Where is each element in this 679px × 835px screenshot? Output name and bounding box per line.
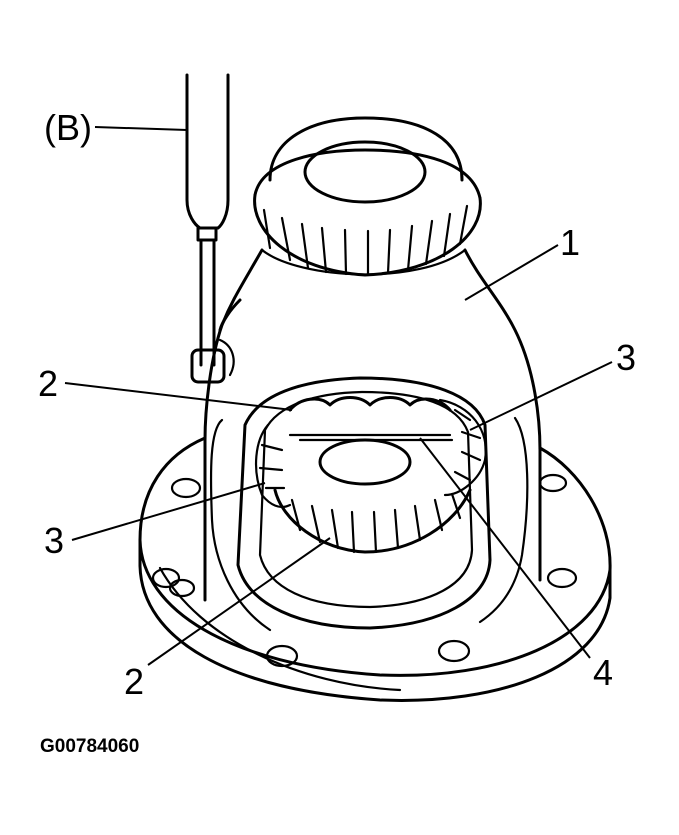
callout-part-4: 4 [593, 652, 614, 693]
callout-part-3-left: 3 [44, 520, 65, 561]
side-gear-lower [273, 438, 472, 554]
leader-part-2-lower [147, 537, 331, 666]
leader-lines [64, 126, 613, 666]
callout-part-2-lower: 2 [124, 661, 145, 702]
callout-part-2-upper: 2 [38, 363, 59, 404]
dial-gauge-tool [185, 73, 235, 384]
mounting-flange [138, 436, 612, 702]
figure-id: G00784060 [40, 736, 140, 757]
leader-part-3-right [469, 361, 613, 431]
leader-part-1 [464, 244, 559, 301]
differential-case [203, 248, 542, 632]
leader-tool-b [94, 126, 188, 131]
callout-part-1: 1 [560, 222, 581, 263]
leader-part-2-upper [64, 382, 293, 411]
top-bearing [253, 116, 482, 277]
pinion-gear-left [255, 423, 292, 509]
callout-part-3-right: 3 [616, 337, 637, 378]
callout-tool-b: (B) [44, 107, 92, 148]
leader-part-4 [419, 437, 591, 659]
leader-part-3-left [71, 482, 266, 541]
side-gear-upper [288, 396, 454, 442]
